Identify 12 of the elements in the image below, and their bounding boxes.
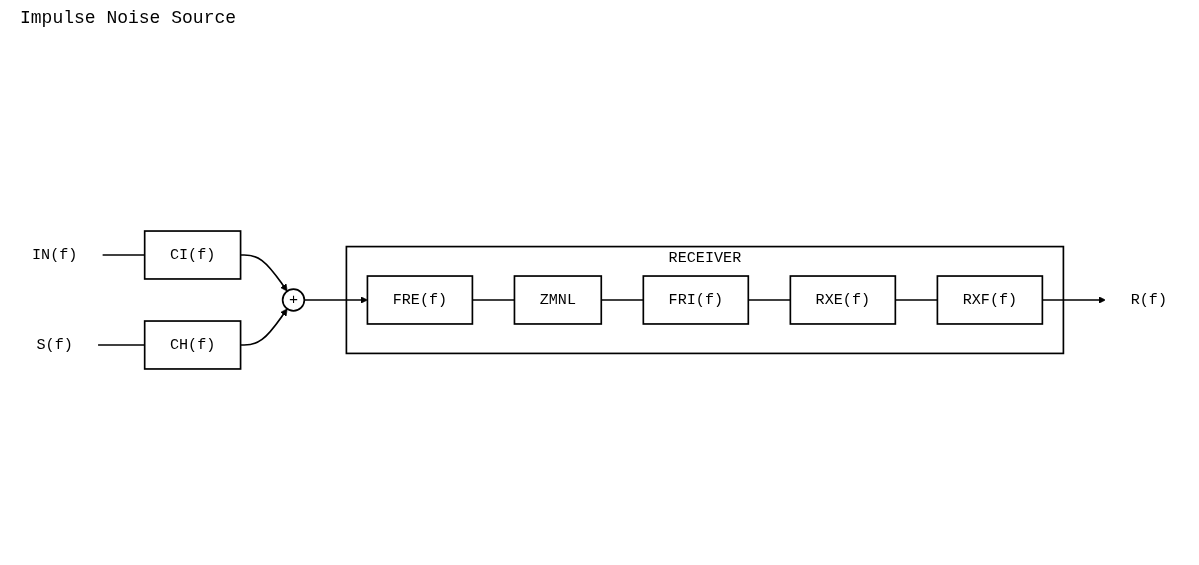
node-box: CI(f) (143, 230, 242, 280)
annotation-text: Impulse Noise Source (20, 8, 237, 28)
node-text: S(f) (36, 336, 73, 353)
node-text: IN(f) (31, 246, 78, 263)
node-box: FRE(f) (366, 275, 474, 325)
node-box: FRI(f) (642, 275, 750, 325)
node-text: R(f) (1130, 291, 1168, 308)
node-box: RXE(f) (789, 275, 897, 325)
node-box: CH(f) (143, 320, 242, 370)
node-box: ZMNL (513, 275, 603, 325)
node-circle: + (281, 288, 306, 312)
node-box: RXF(f) (936, 275, 1044, 325)
